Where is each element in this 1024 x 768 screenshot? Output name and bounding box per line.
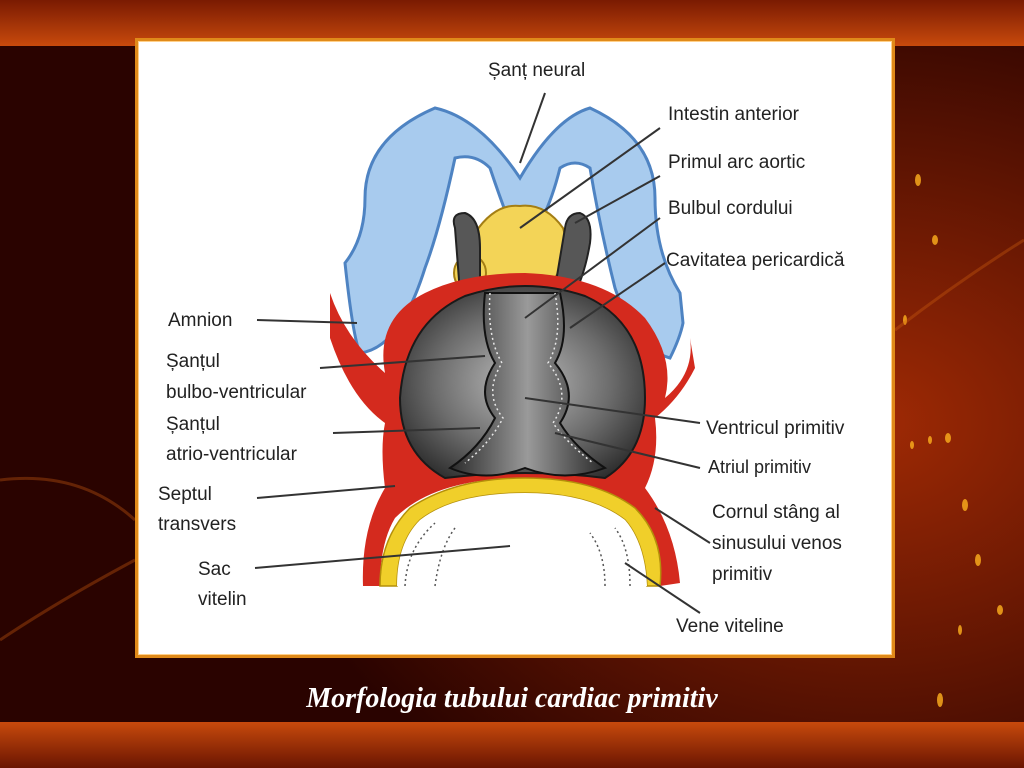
aortic-arch-left xyxy=(452,211,481,294)
label-atriul-primitiv: Atriul primitiv xyxy=(708,457,812,477)
label-intestin-anterior: Intestin anterior xyxy=(668,104,799,125)
label-cornul-line3: primitiv xyxy=(712,564,773,585)
label-septul-line1: Septul xyxy=(158,484,212,505)
heart-tube-diagram xyxy=(254,92,711,614)
slide-caption: Morfologia tubului cardiac primitiv xyxy=(306,683,718,714)
light-sparks xyxy=(903,174,1003,707)
leader-lines xyxy=(254,92,711,614)
yolk-sac xyxy=(397,493,647,586)
heart-tube-dotted-border xyxy=(464,292,594,464)
label-sac-line1: Sac xyxy=(198,559,231,580)
aortic-arch-right xyxy=(553,211,592,295)
label-santul-av-line2: atrio-ventricular xyxy=(166,444,297,465)
label-santul-bv-line1: Șanțul xyxy=(166,351,220,372)
label-santul-bv-line2: bulbo-ventricular xyxy=(166,382,307,403)
label-cornul-line1: Cornul stâng al xyxy=(712,502,840,523)
label-santul-av-line1: Șanțul xyxy=(166,414,220,435)
label-cavitatea-pericardica: Cavitatea pericardică xyxy=(666,250,845,271)
label-primul-arc-aortic: Primul arc aortic xyxy=(668,152,806,173)
label-cornul-line2: sinusului venos xyxy=(712,533,842,554)
heart-tube xyxy=(447,292,608,477)
vitelline-veins-dotted xyxy=(404,522,631,587)
label-ventricul-primitiv: Ventricul primitiv xyxy=(706,418,845,439)
label-bulbul-cordului: Bulbul cordului xyxy=(668,198,793,219)
light-streaks xyxy=(0,238,1024,642)
label-sant-neural: Șanț neural xyxy=(488,60,586,81)
label-sac-line2: vitelin xyxy=(198,589,247,610)
label-septul-line2: transvers xyxy=(158,514,237,535)
label-amnion: Amnion xyxy=(168,310,233,331)
label-vene-viteline: Vene viteline xyxy=(676,616,784,637)
